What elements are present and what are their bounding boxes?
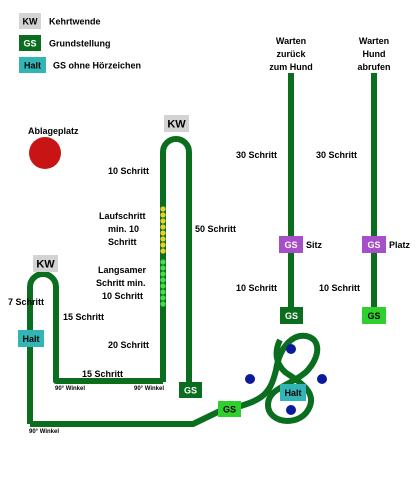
step-15-bottom: 15 Schritt — [82, 369, 123, 379]
path-inner-bottom — [53, 287, 163, 384]
col2-title-1: Warten — [359, 36, 389, 46]
langsamer-line3: 10 Schritt — [102, 291, 143, 301]
gs-hairpin-text: GS — [184, 386, 197, 396]
langsam-dot — [160, 259, 166, 265]
col1-step-30: 30 Schritt — [236, 150, 277, 160]
laufschritt-dot — [160, 224, 166, 230]
kw-box-left — [33, 255, 58, 272]
col1-step-10: 10 Schritt — [236, 283, 277, 293]
step-7: 7 Schritt — [8, 297, 44, 307]
legend-kw-swatch — [19, 13, 41, 29]
laufschritt-line2: min. 10 — [108, 224, 139, 234]
gs-box-hairpin — [179, 382, 202, 398]
kw-box-top — [164, 115, 189, 132]
gs-box-sitz — [279, 236, 303, 253]
cone-bottom — [286, 405, 296, 415]
legend-halt-text: GS ohne Hörzeichen — [53, 61, 141, 71]
kw-top-text: KW — [167, 119, 186, 131]
kw-left-text: KW — [36, 259, 55, 271]
langsam-dot — [160, 289, 166, 295]
cone-left — [245, 374, 255, 384]
legend-gs-tag: GS — [23, 39, 36, 49]
laufschritt-dot — [160, 206, 166, 212]
langsamer-line2: Schritt min. — [96, 278, 146, 288]
sitz-label: Sitz — [306, 240, 323, 250]
col2-step-30: 30 Schritt — [316, 150, 357, 160]
halt-box-eight — [280, 384, 306, 401]
laufschritt-dot — [160, 212, 166, 218]
ablageplatz-label: Ablageplatz — [28, 126, 79, 136]
laufschritt-dot — [160, 230, 166, 236]
gs-start-text: GS — [223, 405, 236, 415]
step-50: 50 Schritt — [195, 224, 236, 234]
cone-right — [317, 374, 327, 384]
halt-box-left — [18, 330, 44, 347]
langsamer-line1: Langsamer — [98, 265, 147, 275]
laufschritt-line3: Schritt — [108, 237, 137, 247]
path-bottom-run — [30, 407, 224, 427]
langsam-dot — [160, 295, 166, 301]
legend-halt-swatch — [19, 57, 46, 73]
step-10-top: 10 Schritt — [108, 166, 149, 176]
laufschritt-dot — [160, 236, 166, 242]
gs-box-col2-bottom — [362, 307, 386, 324]
col2-title-3: abrufen — [357, 62, 390, 72]
angle-90-b: 90° Winkel — [134, 386, 164, 392]
main-path — [27, 73, 377, 427]
angle-90-c: 90° Winkel — [29, 429, 59, 435]
legend: KW Kehrtwende GS Grundstellung Halt GS o… — [19, 13, 141, 73]
gs-box-platz — [362, 236, 386, 253]
legend-gs-swatch — [19, 35, 41, 51]
halt-eight-text: Halt — [284, 388, 301, 398]
gs-col2-bottom-text: GS — [367, 311, 380, 321]
angle-90-a: 90° Winkel — [55, 386, 85, 392]
col2-title-2: Hund — [363, 49, 386, 59]
langsam-dot — [160, 277, 166, 283]
legend-gs-text: Grundstellung — [49, 39, 111, 49]
langsam-dot — [160, 283, 166, 289]
legend-kw-text: Kehrtwende — [49, 17, 101, 27]
path-hairpin — [160, 136, 192, 386]
langsam-dot — [160, 271, 166, 277]
laufschritt-dot — [160, 218, 166, 224]
cone-top — [286, 344, 296, 354]
legend-halt-tag: Halt — [24, 61, 41, 71]
laufschritt-line1: Laufschritt — [99, 211, 146, 221]
col1-title-2: zurück — [276, 49, 306, 59]
langsam-dot — [160, 301, 166, 307]
gs-sitz-text: GS — [284, 240, 297, 250]
col1-title-3: zum Hund — [269, 62, 313, 72]
gs-box-col1-bottom — [280, 307, 303, 324]
col2-step-10: 10 Schritt — [319, 283, 360, 293]
halt-left-text: Halt — [22, 334, 39, 344]
platz-label: Platz — [389, 240, 411, 250]
laufschritt-dot — [160, 242, 166, 248]
ablageplatz-marker — [29, 137, 61, 169]
path-small-loop — [27, 271, 59, 424]
pace-dots — [160, 206, 166, 307]
gs-col1-bottom-text: GS — [285, 311, 298, 321]
step-15-mid: 15 Schritt — [63, 312, 104, 322]
gs-box-start — [218, 401, 241, 417]
langsam-dot — [160, 265, 166, 271]
gs-platz-text: GS — [367, 240, 380, 250]
laufschritt-dot — [160, 248, 166, 254]
step-20: 20 Schritt — [108, 340, 149, 350]
col1-title-1: Warten — [276, 36, 306, 46]
legend-kw-tag: KW — [23, 17, 38, 27]
